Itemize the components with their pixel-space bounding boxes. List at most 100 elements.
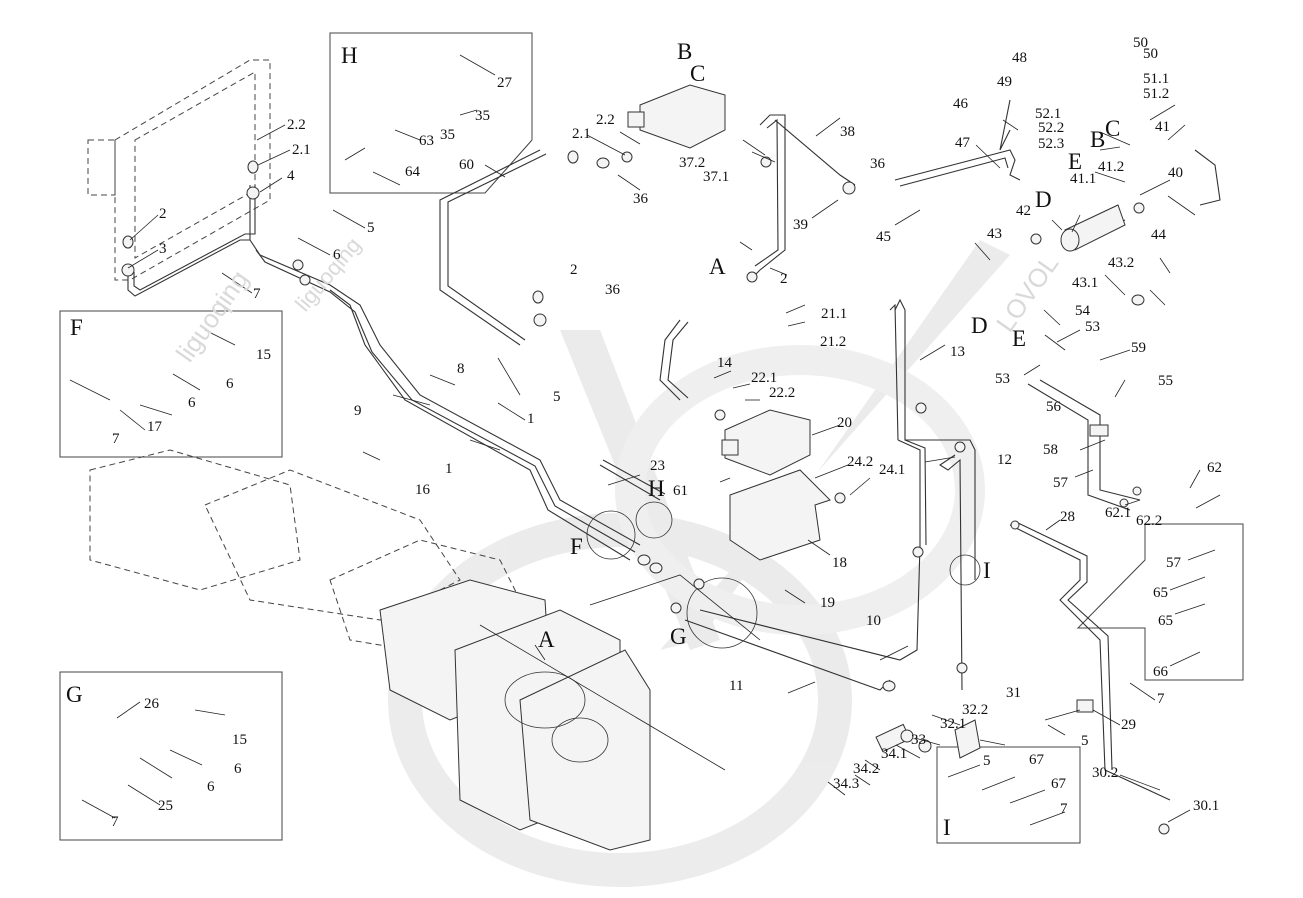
part-label: 29	[1121, 717, 1136, 733]
part-label: 7	[111, 814, 119, 830]
part-label: 20	[837, 415, 852, 431]
part-label: 67	[1051, 776, 1066, 792]
part-label: 36	[633, 191, 648, 207]
part-label: 54	[1075, 303, 1090, 319]
callout-letter-d-bottom: D	[971, 313, 988, 338]
part-label: 36	[870, 156, 885, 172]
part-label: 18	[832, 555, 847, 571]
part-label: 43	[987, 226, 1002, 242]
part-label: 34.3	[833, 776, 860, 792]
part-label: 2.2	[596, 112, 615, 128]
leader-lines	[69, 54, 1221, 826]
callout-letter-d-right: D	[1035, 187, 1052, 212]
part-label: 49	[997, 74, 1012, 90]
part-label: 59	[1131, 340, 1146, 356]
part-label: 33	[911, 732, 926, 748]
part-label: 52.2	[1038, 120, 1065, 136]
detail-box-f	[59, 310, 283, 458]
part-label: 55	[1158, 373, 1173, 389]
part-label: 32.1	[940, 716, 967, 732]
part-label: 53	[1085, 319, 1100, 335]
part-label: 22.2	[769, 385, 796, 401]
callout-letter-e-bottom: E	[1012, 326, 1027, 351]
detail-circle-h	[635, 501, 673, 539]
part-label: 6	[207, 779, 215, 795]
part-label: 35	[440, 127, 455, 143]
part-label: 57	[1166, 555, 1181, 571]
part-label: 36	[605, 282, 620, 298]
part-label: 37.1	[703, 169, 730, 185]
part-label: 67	[1029, 752, 1044, 768]
detail-circle-g	[686, 577, 758, 649]
detail-letter-h: H	[341, 43, 358, 68]
part-label: 30.2	[1092, 765, 1119, 781]
part-label: 6	[188, 395, 196, 411]
part-label: 25	[158, 798, 173, 814]
part-label: 52.1	[1035, 106, 1062, 122]
part-label: 2	[780, 271, 788, 287]
detail-circle-letter-f: F	[570, 534, 583, 559]
part-label: 21.1	[821, 306, 848, 322]
detail-letter-f: F	[70, 315, 83, 340]
part-label: 43.1	[1072, 275, 1099, 291]
part-label: 6	[234, 761, 242, 777]
part-label: 2.1	[292, 142, 311, 158]
callout-letter-a-main: A	[538, 627, 555, 652]
part-label: 7	[1060, 801, 1068, 817]
part-label: 8	[457, 361, 465, 377]
detail-letter-i: I	[943, 815, 951, 840]
part-label: 34.1	[881, 746, 908, 762]
transmission-housing	[89, 449, 761, 851]
part-label: 50	[1133, 35, 1148, 51]
part-label: 62.2	[1136, 513, 1163, 529]
part-label: 27	[497, 75, 512, 91]
detail-letter-g: G	[66, 682, 83, 707]
part-label: 65	[1153, 585, 1168, 601]
detail-box-i	[936, 746, 1081, 844]
part-label: 11	[729, 678, 744, 694]
detail-circle-f	[586, 510, 636, 560]
clamp-58	[1089, 424, 1109, 437]
detail-box-j	[1076, 523, 1244, 681]
part-label: 41	[1155, 119, 1170, 135]
part-label: 65	[1158, 613, 1173, 629]
detail-circle-i	[949, 554, 981, 586]
callout-letter-b: B	[677, 39, 693, 64]
tee-fitting-31	[954, 719, 981, 759]
part-label: 15	[232, 732, 247, 748]
part-label: 4	[287, 168, 295, 184]
part-label: 2	[570, 262, 578, 278]
callout-letter-b-right: B	[1090, 127, 1106, 152]
part-label: 2.1	[572, 126, 591, 142]
part-label: 50	[1143, 46, 1158, 62]
part-label: 64	[405, 164, 420, 180]
part-label: 60	[459, 157, 474, 173]
part-label: 23	[650, 458, 665, 474]
part-label: 62	[1207, 460, 1222, 476]
part-label: 63	[419, 133, 434, 149]
part-label: 1	[445, 461, 453, 477]
part-label: 30.1	[1193, 798, 1220, 814]
part-label: 48	[1012, 50, 1027, 66]
part-label: 2.2	[287, 117, 306, 133]
part-label: 51.1	[1143, 71, 1170, 87]
part-label: 16	[415, 482, 430, 498]
part-label: 7	[253, 286, 261, 302]
part-label: 13	[950, 344, 965, 360]
part-label: 56	[1046, 399, 1061, 415]
part-label: 21.2	[820, 334, 847, 350]
part-label: 51.2	[1143, 86, 1170, 102]
detail-box-h	[329, 32, 533, 194]
part-label: 5	[367, 220, 375, 236]
pipes	[127, 99, 1221, 801]
part-label: 10	[866, 613, 881, 629]
part-label: 7	[112, 431, 120, 447]
detail-box-g	[59, 671, 283, 841]
callout-letter-a: A	[709, 254, 726, 279]
part-label: 40	[1168, 165, 1183, 181]
part-label: 41.1	[1070, 171, 1097, 187]
part-label: 47	[955, 135, 970, 151]
part-label: 15	[256, 347, 271, 363]
